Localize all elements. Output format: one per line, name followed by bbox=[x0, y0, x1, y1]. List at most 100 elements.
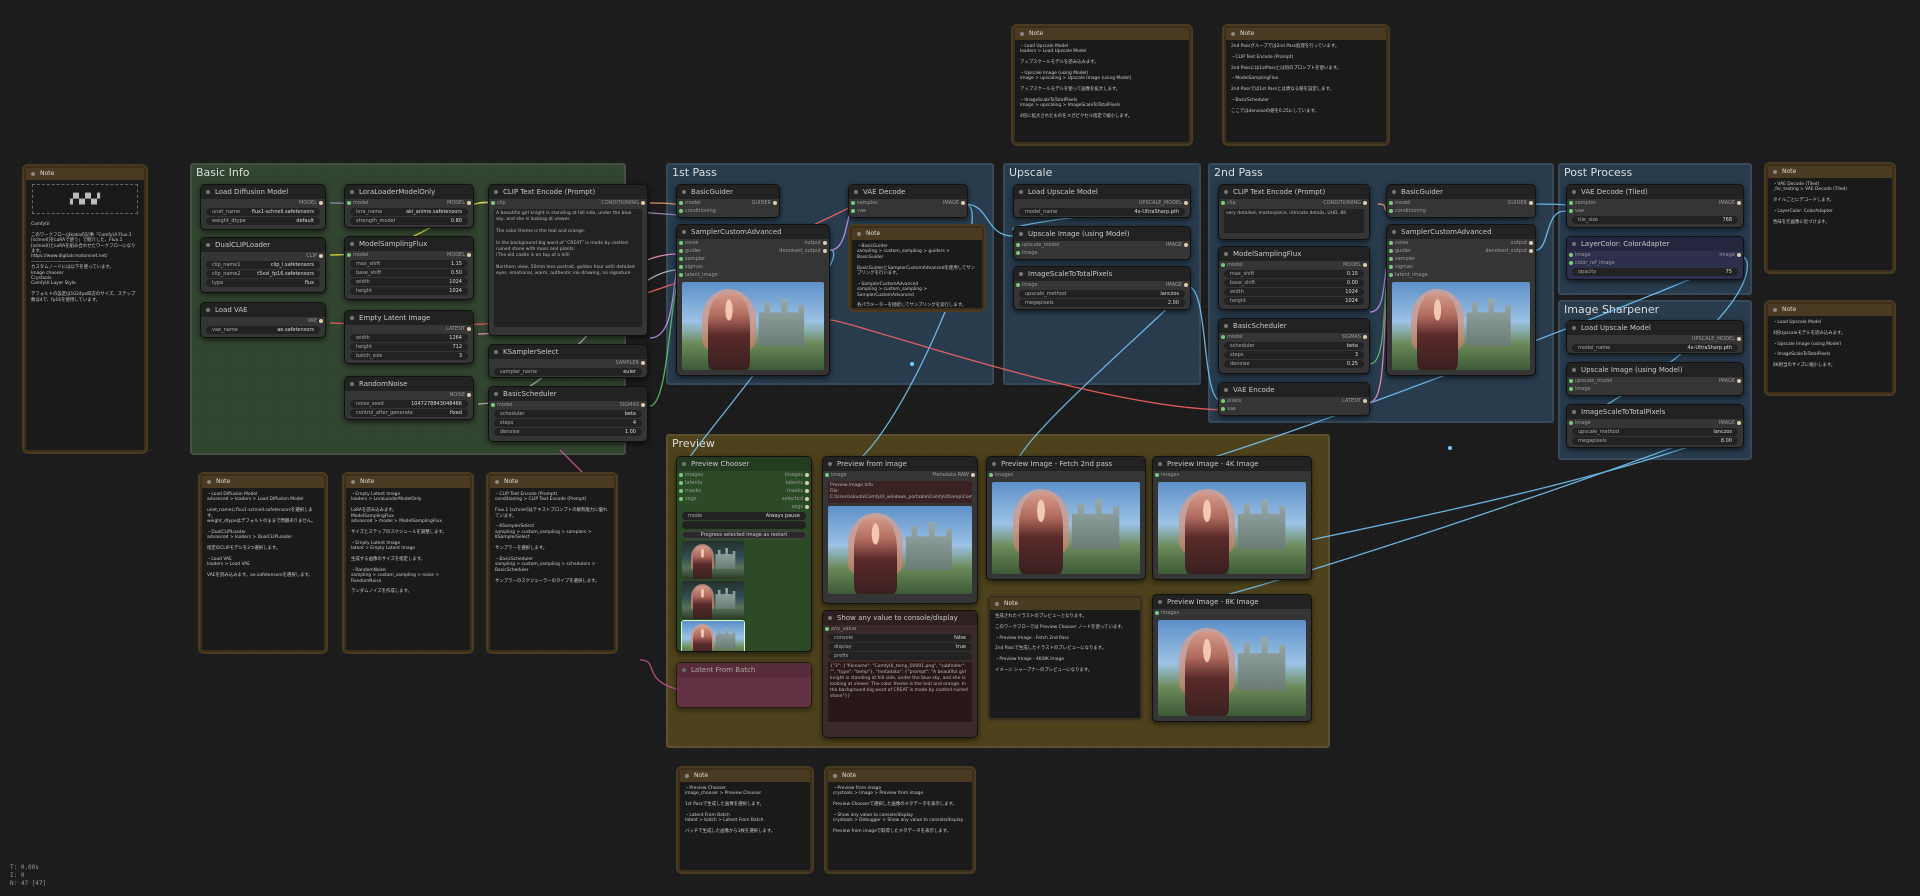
latent-output[interactable]: LATENT bbox=[446, 326, 465, 332]
conditioning-slot[interactable]: conditioning bbox=[1395, 208, 1426, 214]
note-image-sharpener[interactable]: Note ・Load Upscale Model 4倍Upscaleモデルを読み… bbox=[1766, 302, 1894, 394]
metadata-raw-slot[interactable]: Metadata RAW bbox=[932, 472, 969, 478]
image-slot[interactable]: IMAGE bbox=[942, 200, 959, 206]
latent-image-slot[interactable]: latent_image bbox=[685, 272, 718, 278]
note-preview-chooser[interactable]: Note ・Preview Chooser image_chooser > Pr… bbox=[678, 768, 812, 872]
sigmas-slot[interactable]: sigmas bbox=[1395, 264, 1413, 270]
noise-output[interactable]: NOISE bbox=[449, 392, 465, 398]
guider-slot[interactable]: GUIDER bbox=[751, 200, 772, 206]
model-output[interactable]: MODEL bbox=[446, 200, 465, 206]
noise-slot[interactable]: noise bbox=[685, 240, 699, 246]
upscale-model-slot[interactable]: upscale_model bbox=[1022, 242, 1060, 248]
note-preview-from-image[interactable]: Note ・Preview from image crystools > Ima… bbox=[826, 768, 974, 872]
node-preview-image-8k[interactable]: Preview Image - 8K Image images bbox=[1152, 594, 1312, 722]
upscale-model-slot[interactable]: UPSCALE_MODEL bbox=[1691, 336, 1735, 342]
latent-slot[interactable]: LATENT bbox=[1342, 398, 1361, 404]
output-slot[interactable]: output bbox=[1510, 240, 1528, 246]
note-clip[interactable]: Note ・CLIP Text Encode (Prompt) conditio… bbox=[488, 474, 616, 652]
latents-slot[interactable]: latents bbox=[785, 480, 803, 486]
images-slot[interactable]: images bbox=[1161, 610, 1180, 616]
sampler-slot[interactable]: sampler bbox=[685, 256, 706, 262]
images-slot[interactable]: images bbox=[784, 472, 803, 478]
image-slot[interactable]: IMAGE bbox=[1165, 242, 1182, 248]
latent-image-slot[interactable]: latent_image bbox=[1395, 272, 1428, 278]
image-slot[interactable]: IMAGE bbox=[1718, 378, 1735, 384]
noise-slot[interactable]: noise bbox=[1395, 240, 1409, 246]
candidate-image-3[interactable] bbox=[681, 620, 745, 651]
image-slot[interactable]: IMAGE bbox=[1718, 420, 1735, 426]
prompt-textarea[interactable]: A beautiful girl knight is standing at h… bbox=[494, 209, 642, 327]
vae-slot[interactable]: vae bbox=[1575, 208, 1585, 214]
progress-selected-button[interactable]: Progress selected image as restart bbox=[682, 531, 806, 539]
image-slot[interactable]: image bbox=[1575, 386, 1591, 392]
model-output[interactable]: MODEL bbox=[446, 252, 465, 258]
images-slot[interactable]: images bbox=[685, 472, 704, 478]
prefix-widget[interactable]: prefix bbox=[828, 652, 972, 660]
image-slot[interactable]: image bbox=[1022, 282, 1038, 288]
pixels-slot[interactable]: pixels bbox=[1227, 398, 1242, 404]
node-preview-image-2nd-pass[interactable]: Preview Image - Fetch 2nd pass images bbox=[986, 456, 1146, 580]
output-slot[interactable]: output bbox=[804, 240, 822, 246]
image-slot[interactable]: image bbox=[1022, 250, 1038, 256]
guider-slot[interactable]: GUIDER bbox=[1507, 200, 1528, 206]
node-show-any-value[interactable]: Show any value to console/display any_va… bbox=[822, 610, 978, 738]
empty-widget[interactable] bbox=[682, 521, 806, 529]
image-slot[interactable]: image bbox=[1719, 252, 1735, 258]
conditioning-output[interactable]: CONDITIONING bbox=[601, 200, 639, 206]
prompt-textarea[interactable]: very detailed, masterpiece, intricate de… bbox=[1224, 209, 1364, 233]
selected-slot[interactable]: selected bbox=[781, 496, 803, 502]
segs-slot[interactable]: segs bbox=[791, 504, 803, 510]
node-latent-from-batch[interactable]: Latent From Batch bbox=[676, 662, 812, 708]
note-upscale[interactable]: Note ・Load Upscale Model loaders > Load … bbox=[1013, 26, 1191, 144]
conditioning-slot[interactable]: CONDITIONING bbox=[1323, 200, 1361, 206]
note-preview[interactable]: Note 生成されたイラストのプレビューとなります。 このワークフローでは Pr… bbox=[988, 596, 1142, 720]
model-input[interactable]: model bbox=[497, 402, 513, 408]
masks-slot[interactable]: masks bbox=[786, 488, 803, 494]
clip-output[interactable]: CLIP bbox=[306, 253, 317, 259]
node-upscale-image-2[interactable]: Upscale Image (using Model) upscale_mode… bbox=[1566, 362, 1744, 396]
conditioning-slot[interactable]: conditioning bbox=[685, 208, 716, 214]
model-slot[interactable]: model bbox=[1227, 262, 1243, 268]
clip-slot[interactable]: clip bbox=[1227, 200, 1236, 206]
note-loaders[interactable]: Note ・Load Diffusion Model advanced > lo… bbox=[200, 474, 326, 652]
denoised-output-slot[interactable]: denoised_output bbox=[779, 248, 821, 254]
candidate-image-2[interactable] bbox=[682, 581, 744, 619]
samples-slot[interactable]: samples bbox=[857, 200, 878, 206]
model-slot[interactable]: model bbox=[1395, 200, 1411, 206]
upscale-model-slot[interactable]: UPSCALE_MODEL bbox=[1138, 200, 1182, 206]
